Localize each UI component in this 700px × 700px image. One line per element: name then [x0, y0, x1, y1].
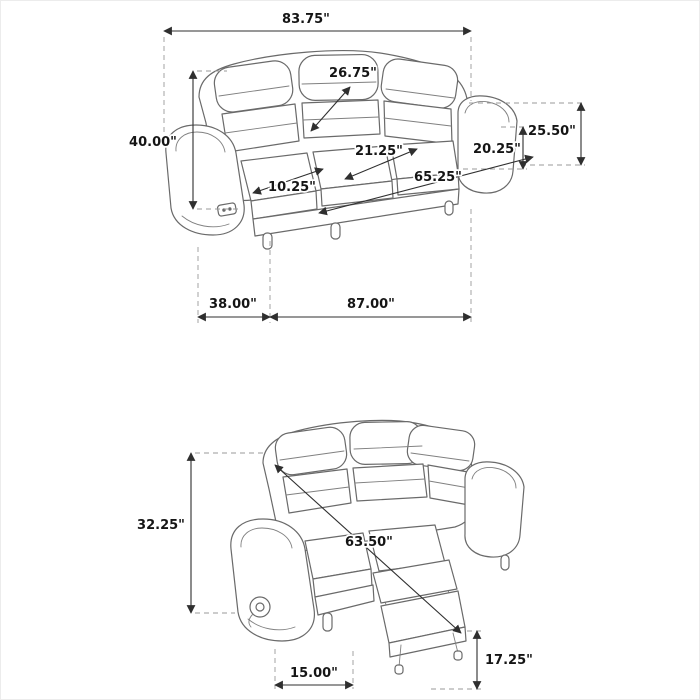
dim-label-back-height: 25.50"	[528, 124, 576, 139]
seam-line	[385, 88, 455, 99]
seam-line	[464, 101, 510, 123]
sofa-foot	[500, 554, 510, 571]
seam-line	[471, 467, 517, 489]
sofa-foot	[453, 650, 463, 661]
power-button-dot	[228, 207, 232, 211]
dim-label-base-depth: 38.00"	[209, 297, 257, 312]
seam-line	[218, 85, 290, 97]
seam-line	[301, 81, 377, 85]
seam-line	[279, 450, 345, 461]
dim-line-back-cushion	[310, 86, 351, 132]
dimensions-upright: 83.75" 40.00" 26.75" 25.50" 20.25" 21.25…	[127, 10, 586, 323]
dim-label-footrest-height: 17.25"	[485, 653, 533, 668]
recliner-handle-lever	[248, 613, 254, 628]
dim-label-base-width: 87.00"	[347, 297, 395, 312]
seam-line	[224, 122, 298, 134]
back-cushion	[427, 464, 470, 506]
recliner-handle	[248, 596, 271, 628]
seam-line	[353, 445, 423, 450]
dim-label-arm-height: 20.25"	[473, 142, 521, 157]
back-cushion	[301, 99, 381, 139]
armrest-right	[464, 461, 525, 558]
dim-label-extended-length: 63.50"	[345, 535, 393, 550]
dim-line-extended-length	[274, 464, 462, 634]
dim-label-overall-height: 40.00"	[129, 135, 177, 150]
footrest-leg	[398, 632, 459, 668]
dimensions-reclined: 32.25" 63.50" 17.25" 15.00"	[135, 452, 535, 690]
dim-label-back-cushion: 26.75"	[329, 66, 377, 81]
sofa-foot	[262, 232, 273, 250]
dim-line-seat-width	[318, 154, 534, 216]
power-button-plate	[216, 202, 237, 217]
dim-label-overall-width: 83.75"	[282, 12, 330, 27]
dim-label-arm-width: 10.25"	[268, 180, 316, 195]
seam-line	[383, 117, 452, 127]
seam-line	[410, 452, 470, 462]
dim-line-arm-width	[252, 167, 324, 195]
power-button	[216, 202, 237, 217]
sofa-foot	[394, 664, 404, 675]
seam-line	[181, 215, 230, 228]
sofa-foot	[330, 222, 341, 240]
sofa-foot	[322, 612, 333, 632]
dim-label-seat-depth: 21.25"	[355, 144, 403, 159]
dim-label-reclined-height: 32.25"	[137, 518, 185, 533]
dim-label-seat-width: 65.25"	[414, 170, 462, 185]
dim-label-footrest-base: 15.00"	[290, 666, 338, 681]
recliner-handle-hub	[255, 602, 265, 612]
sofa-foot	[444, 200, 454, 216]
